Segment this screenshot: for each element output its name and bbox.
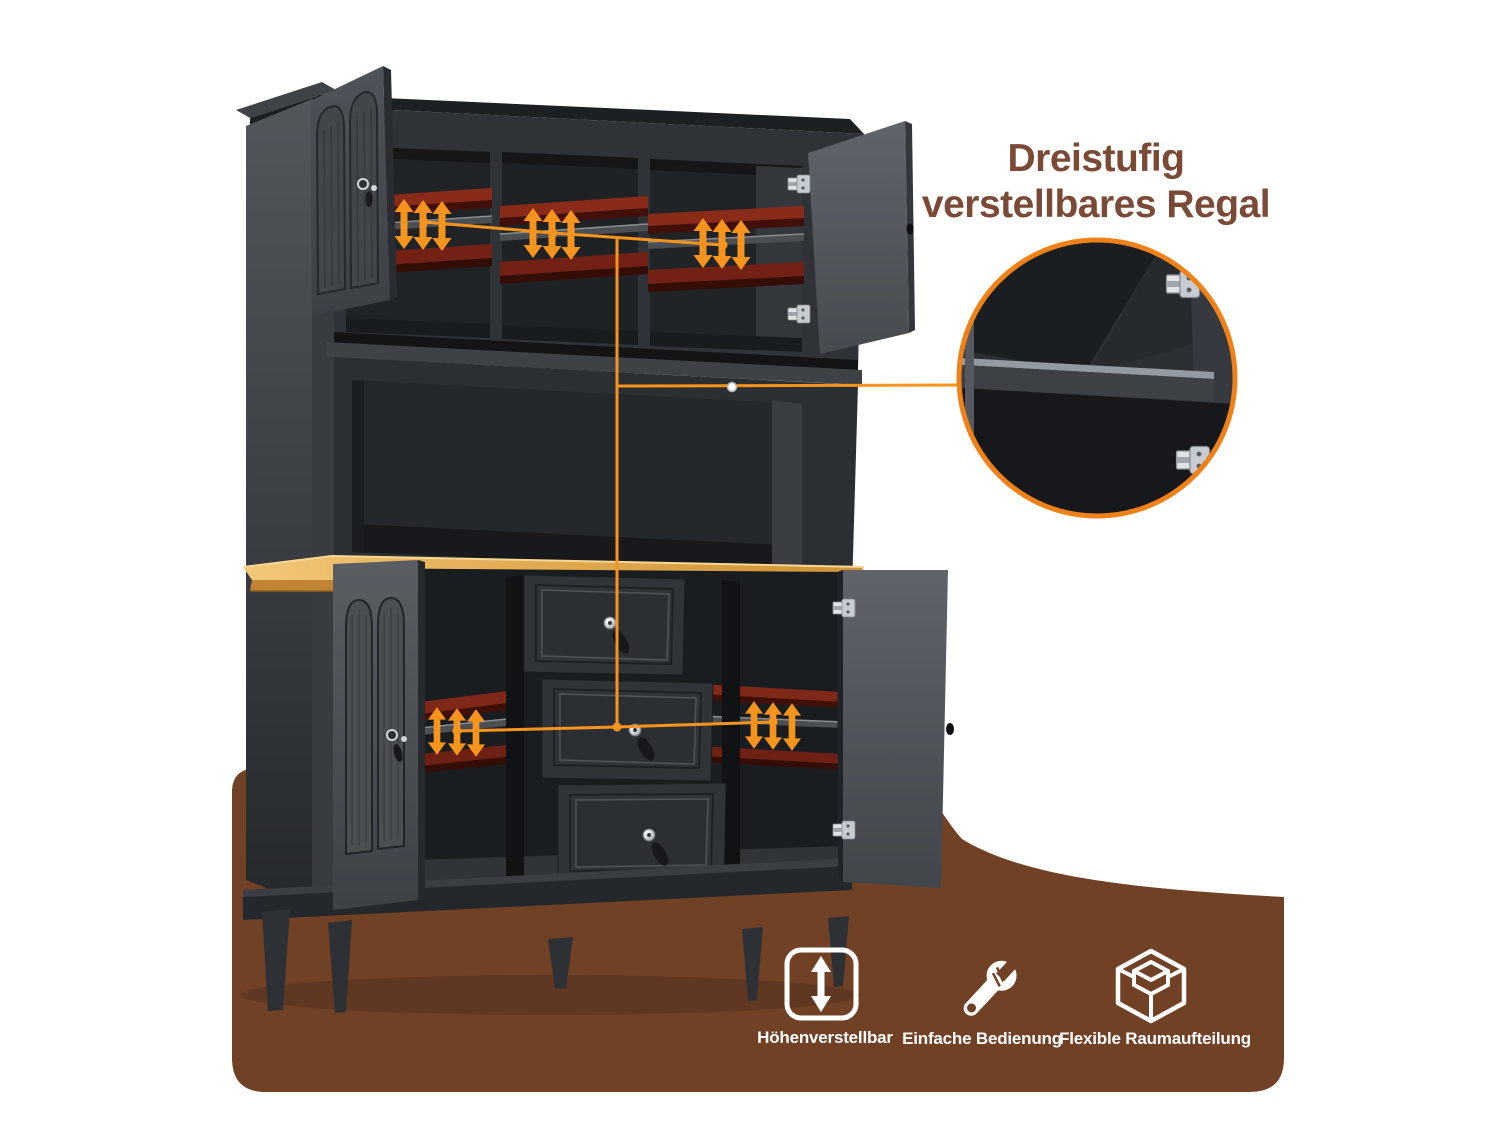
- hutch-left-door: [310, 66, 397, 316]
- adjustable-shelf: [419, 690, 517, 773]
- door-keyhole: [386, 729, 398, 741]
- lower-cabinet: [243, 560, 954, 1013]
- cube-icon: [1115, 948, 1187, 1024]
- floor-shadow: [240, 975, 860, 1015]
- cabinet-legs: [262, 909, 849, 1013]
- detail-zoom-circle: [956, 237, 1238, 519]
- hutch-right-door: [787, 121, 915, 354]
- headline-line2: verstellbares Regal: [921, 183, 1271, 226]
- drawer-3: [557, 782, 727, 885]
- headline: Dreistufig verstellbares Regal: [920, 136, 1272, 228]
- connector-dots: [419, 217, 778, 736]
- door-knob: [906, 223, 914, 235]
- open-middle-compartment: [334, 357, 858, 590]
- lower-right-door: [832, 570, 954, 888]
- feature-label-easy-operation: Einfache Bedienung: [902, 1029, 1062, 1048]
- headline-line1: Dreistufig: [1007, 137, 1185, 180]
- door-knob: [946, 723, 954, 735]
- height-adjustable-icon: [784, 947, 859, 1021]
- wrench-icon: [963, 958, 1018, 1016]
- door-keyhole: [357, 178, 369, 190]
- feature-label-flexible-space: Flexible Raumaufteilung: [1059, 1029, 1251, 1048]
- drawer-2: [541, 678, 714, 782]
- cabinet-product-render: [236, 66, 954, 1013]
- feature-label-height-adjustable: Höhenverstellbar: [757, 1028, 893, 1047]
- hutch-cubby-3: [650, 159, 802, 352]
- lower-left-door: [333, 560, 425, 910]
- drawer-1: [523, 574, 686, 676]
